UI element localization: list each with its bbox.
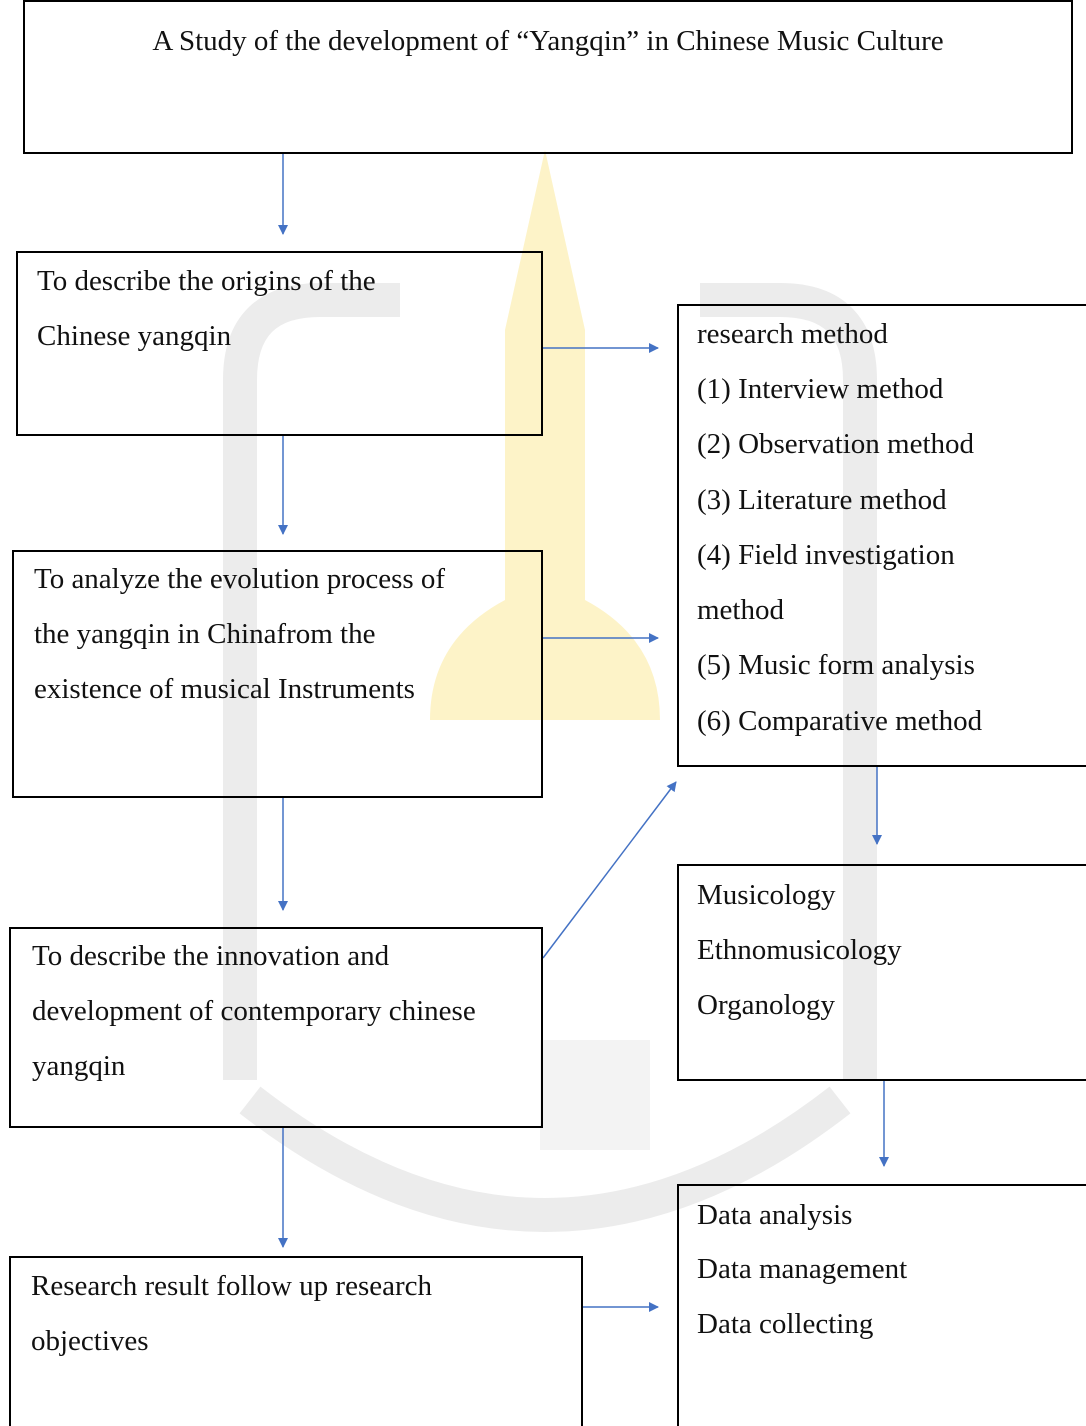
research-method-item-5: (5) Music form analysis bbox=[697, 649, 975, 681]
data-box bbox=[677, 1184, 1086, 1426]
objective-3-line-2: development of contemporary chinese bbox=[32, 995, 476, 1027]
discipline-box bbox=[677, 864, 1086, 1081]
objective-2-line-2: the yangqin in Chinafrom the bbox=[34, 618, 376, 650]
data-item-analysis: Data analysis bbox=[697, 1199, 853, 1231]
research-result-line-1: Research result follow up research bbox=[31, 1270, 433, 1302]
arrow-objective-3-to-method bbox=[542, 781, 677, 959]
research-method-heading: research method bbox=[697, 318, 888, 350]
research-method-item-3: (3) Literature method bbox=[697, 484, 947, 516]
objective-1-line-2: Chinese yangqin bbox=[37, 320, 232, 352]
research-method-item-6: (6) Comparative method bbox=[697, 705, 983, 737]
title-box bbox=[23, 0, 1073, 154]
data-item-collecting: Data collecting bbox=[697, 1308, 874, 1340]
research-method-item-1: (1) Interview method bbox=[697, 373, 944, 405]
objective-1-line-1: To describe the origins of the bbox=[37, 265, 376, 297]
research-method-box bbox=[677, 304, 1086, 767]
objective-3-line-3: yangqin bbox=[32, 1050, 126, 1082]
discipline-item-musicology: Musicology bbox=[697, 879, 836, 911]
objective-1-box bbox=[16, 251, 543, 436]
data-item-management: Data management bbox=[697, 1253, 908, 1285]
research-method-item-2: (2) Observation method bbox=[697, 428, 975, 460]
research-method-item-4: (4) Field investigation bbox=[697, 539, 955, 571]
discipline-item-organology: Organology bbox=[697, 989, 836, 1021]
research-result-box bbox=[9, 1256, 583, 1426]
title-text: A Study of the development of “Yangqin” … bbox=[152, 25, 944, 57]
objective-3-line-1: To describe the innovation and bbox=[32, 940, 390, 972]
discipline-item-ethnomusicology: Ethnomusicology bbox=[697, 934, 902, 966]
research-method-item-4-cont: method bbox=[697, 594, 784, 626]
objective-3-box bbox=[9, 927, 543, 1128]
research-result-line-2: objectives bbox=[31, 1325, 149, 1357]
objective-2-line-1: To analyze the evolution process of bbox=[34, 563, 446, 595]
objective-2-box bbox=[12, 550, 543, 798]
objective-2-line-3: existence of musical Instruments bbox=[34, 673, 415, 705]
